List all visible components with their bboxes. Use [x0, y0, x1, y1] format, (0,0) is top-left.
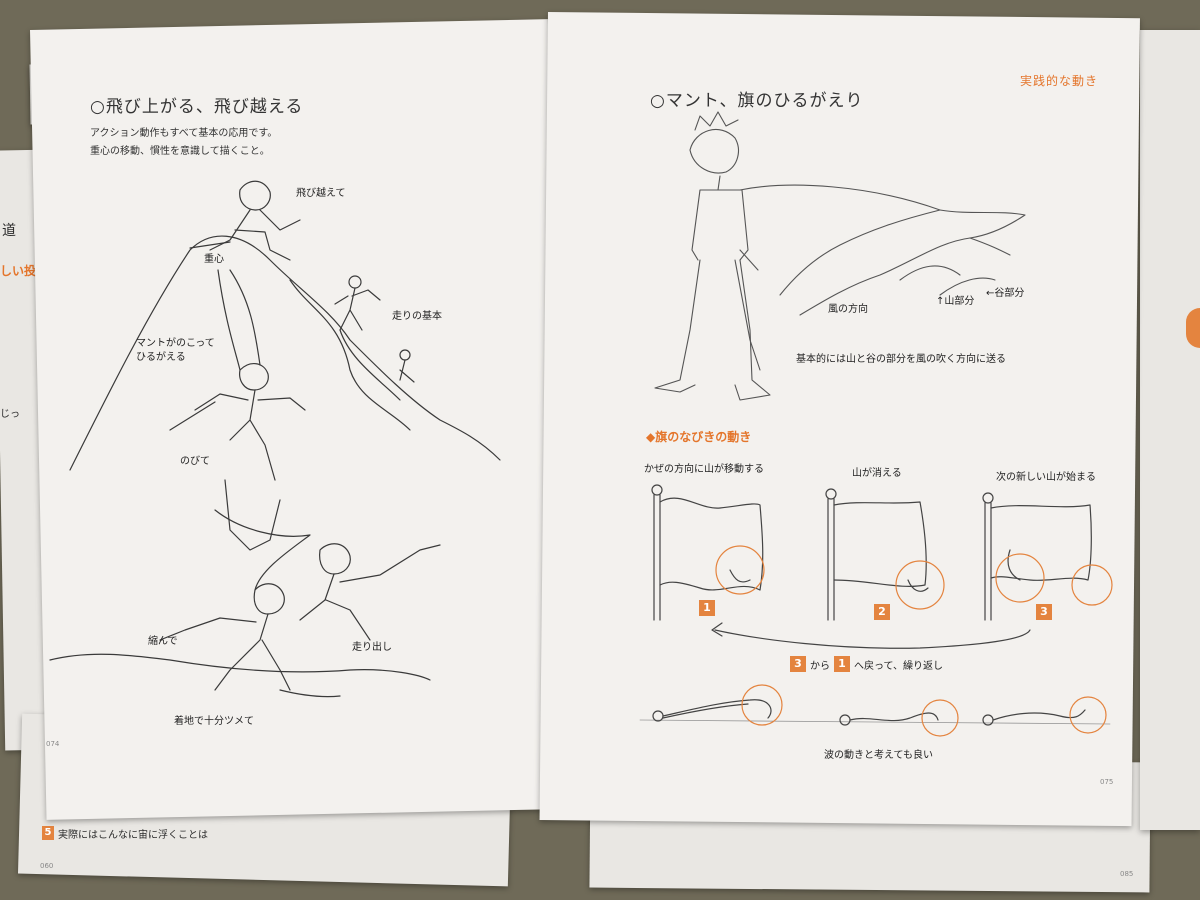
step-2-caption: 山が消える [852, 468, 902, 479]
bottom-page-number-right: 085 [1120, 870, 1134, 878]
step-2-badge: 2 [874, 604, 890, 620]
bottom-badge: 5 [42, 826, 54, 840]
left-page-number: 074 [46, 740, 60, 748]
flag-diagrams [651, 484, 1113, 649]
left-intro-line2: 重心の移動、慣性を意識して描くこと。 [90, 146, 270, 157]
step-1-caption: かぜの方向に山が移動する [644, 464, 764, 475]
label-center-of-gravity: 重心 [204, 254, 224, 265]
right-page-number: 075 [1100, 778, 1114, 786]
repeat-from-text: から [810, 661, 830, 672]
right-cape-sketch [654, 111, 1026, 401]
label-mountain-part: ↑山部分 [936, 296, 975, 307]
bottom-page-number-left: 060 [40, 862, 54, 870]
label-run-basic: 走りの基本 [392, 311, 442, 322]
step-1-badge: 1 [699, 600, 715, 616]
background-sheet-right [1140, 30, 1200, 830]
flag-subheading: ◆旗のなびきの動き [646, 430, 752, 444]
fragment-jitsu: じっ [0, 409, 20, 420]
repeat-to-text: へ戻って、繰り返し [854, 661, 943, 672]
left-page-heading: ○飛び上がる、飛び越える [90, 97, 304, 117]
left-intro-line1: アクション動作もすべて基本の応用です。 [90, 128, 278, 139]
label-fly-over: 飛び越えて [296, 188, 346, 199]
label-shrink: 縮んで [148, 636, 178, 647]
step-3-caption: 次の新しい山が始まる [996, 472, 1096, 483]
label-run-start: 走り出し [352, 642, 392, 653]
right-edge-tab [1186, 308, 1200, 348]
repeat-to-badge: 1 [834, 656, 850, 672]
wave-diagram [639, 684, 1111, 737]
right-page-heading: ○マント、旗のひるがえり [650, 91, 864, 111]
label-cape-line1: マントがのこって [136, 338, 215, 349]
repeat-from-badge: 3 [790, 656, 806, 672]
label-basic-note: 基本的には山と谷の部分を風の吹く方向に送る [796, 354, 1006, 365]
section-tab: 実践的な動き [1020, 74, 1099, 88]
label-valley-part: ←谷部分 [986, 288, 1025, 299]
left-action-sketch [49, 180, 501, 698]
label-cape-line2: ひるがえる [136, 352, 186, 363]
fragment-road: 道 [2, 223, 16, 239]
step-3-badge: 3 [1036, 604, 1052, 620]
wave-note: 波の動きと考えても良い [824, 750, 933, 761]
label-stretch: のびて [180, 456, 210, 467]
label-wind-direction: 風の方向 [828, 304, 868, 315]
label-landing: 着地で十分ツメて [174, 716, 254, 727]
bottom-fragment-text: 実際にはこんなに宙に浮くことは [58, 830, 208, 841]
